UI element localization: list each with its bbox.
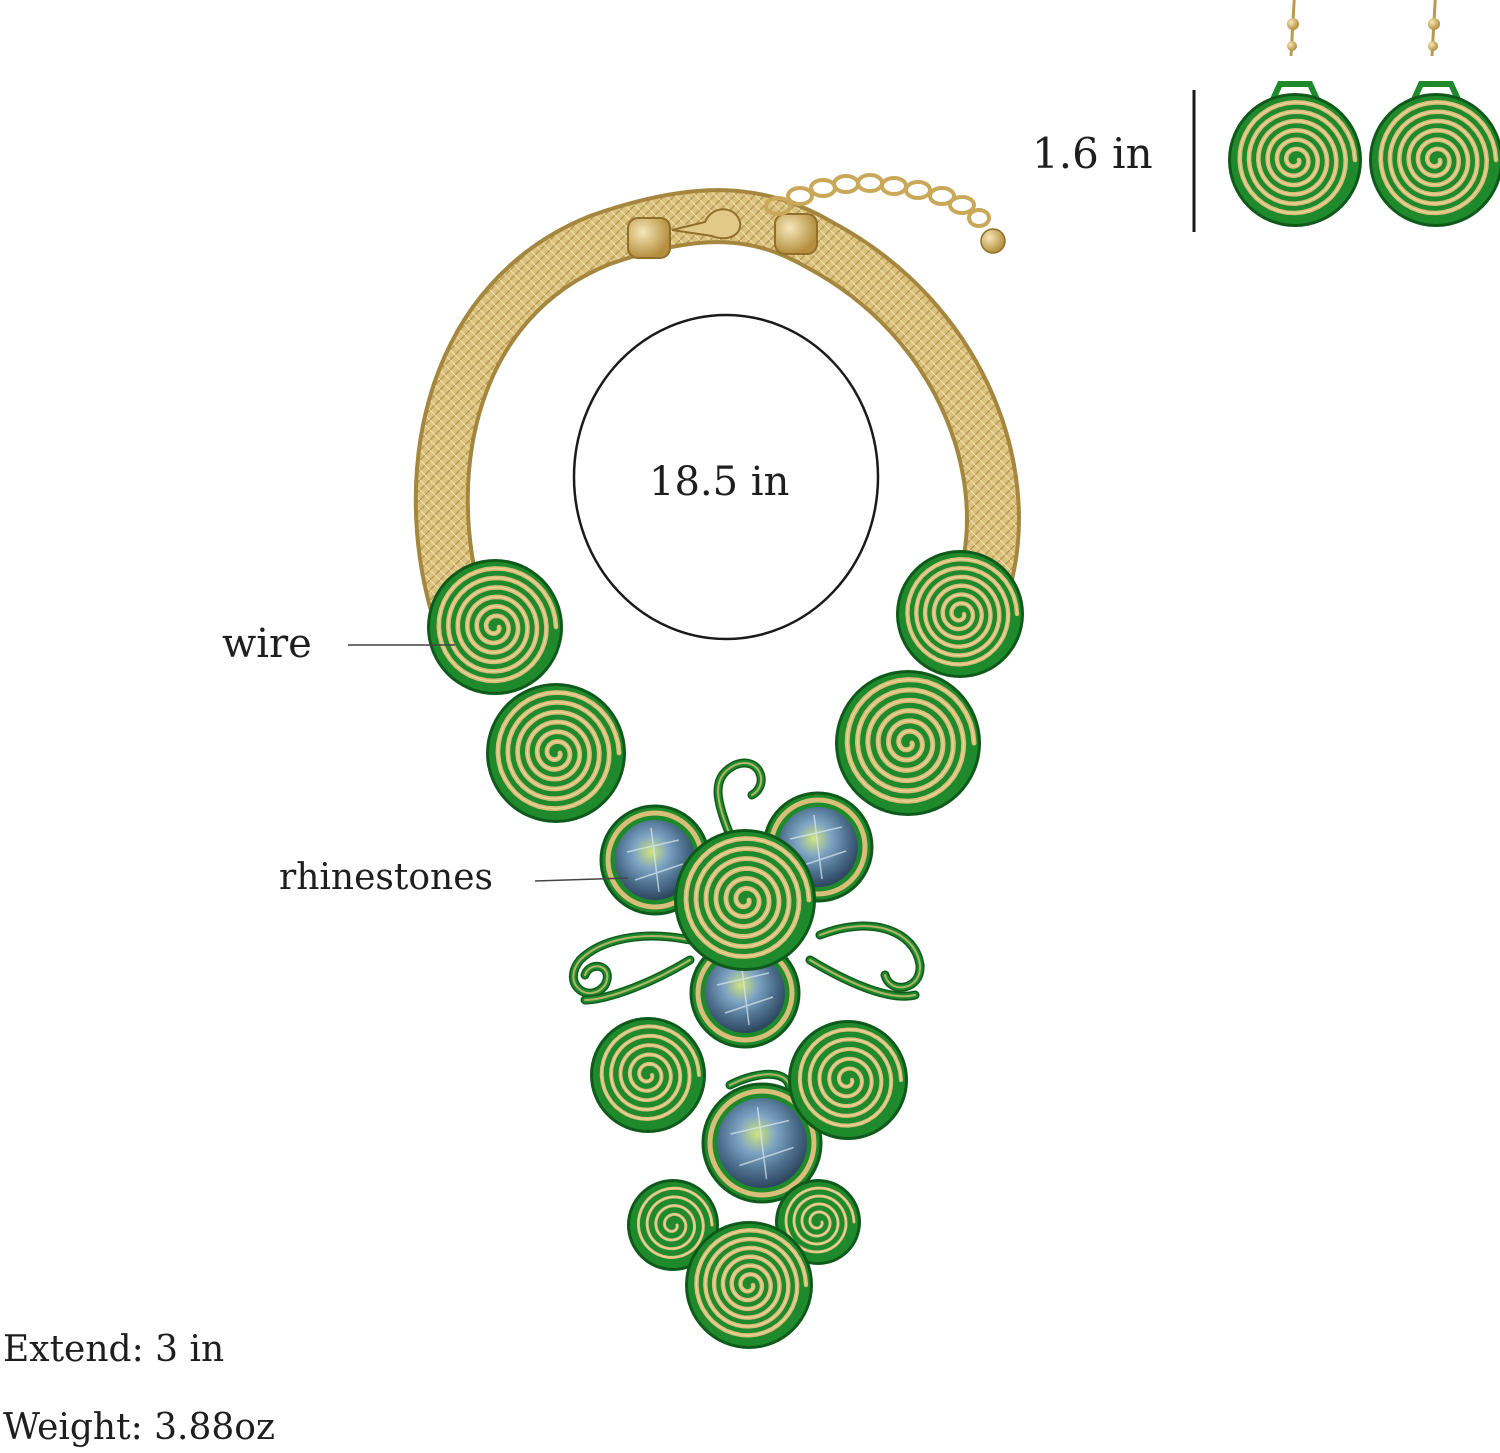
earrings: [1228, 0, 1500, 227]
necklace-length-label: 18.5 in: [649, 459, 790, 505]
rhinestone-center: [689, 937, 801, 1049]
spiral-disc-left-2: [486, 683, 626, 823]
earring-right: [1369, 0, 1500, 227]
curl-left-wing-lower: [580, 955, 695, 1005]
pendant: [427, 550, 1024, 1349]
end-cap-left: [627, 217, 671, 259]
spiral-disc-right-2: [835, 670, 981, 816]
chain-drop-bead: [980, 228, 1006, 254]
end-cap-right: [774, 213, 818, 255]
rhinestones-label: rhinestones: [279, 857, 493, 898]
spiral-disc-right-top: [896, 550, 1024, 678]
spiral-disc-center: [674, 829, 816, 971]
earring-right-disc: [1369, 93, 1500, 227]
extender-chain: [764, 173, 991, 228]
mesh-collar-fill: [417, 192, 1017, 624]
spiral-disc-left-top: [427, 559, 563, 695]
earring-left-disc: [1228, 93, 1362, 227]
extend-spec: Extend: 3 in: [3, 1329, 225, 1370]
earring-size-label: 1.6 in: [1032, 129, 1153, 178]
earring-left: [1228, 0, 1362, 227]
curl-right-wing: [815, 921, 925, 992]
curl-right-wing-lower: [805, 955, 920, 1001]
spiral-disc-bottom: [685, 1221, 813, 1349]
curl-left-wing: [568, 931, 695, 998]
wire-label: wire: [222, 621, 312, 667]
collar-group: [413, 173, 1021, 628]
spiral-disc-lower-right: [788, 1020, 908, 1140]
curl-antenna: [713, 758, 766, 865]
length-ellipse: [572, 313, 880, 641]
spiral-disc-lower-left: [590, 1017, 706, 1133]
lobster-clasp: [671, 208, 742, 240]
spiral-disc-bottom-left: [627, 1179, 719, 1271]
rhinestones-leader-line: [534, 877, 629, 882]
spiral-disc-bottom-right: [775, 1179, 861, 1265]
rhinestone-lower: [701, 1082, 823, 1204]
weight-spec: Weight: 3.88oz: [3, 1407, 275, 1448]
